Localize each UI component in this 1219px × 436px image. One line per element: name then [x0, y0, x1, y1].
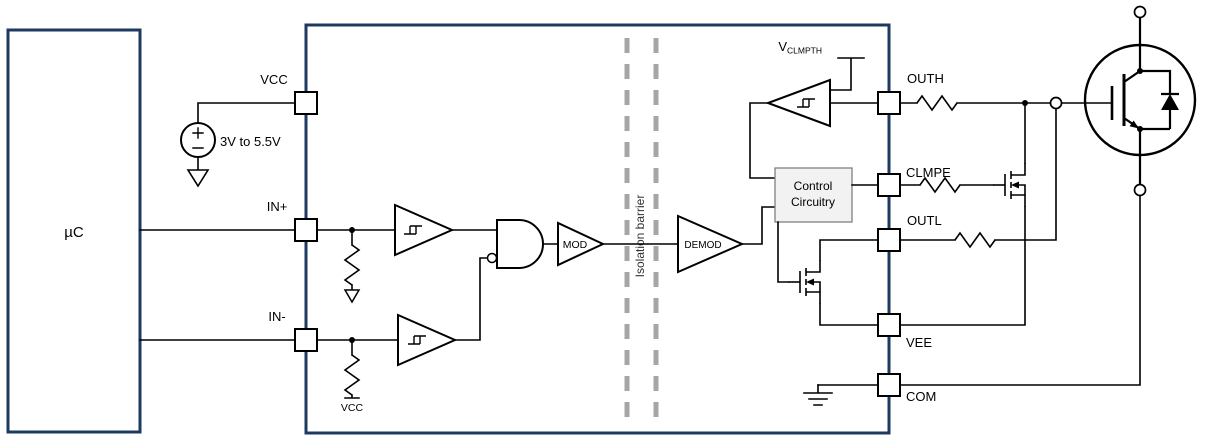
control-circuitry-block: Control Circuitry — [774, 167, 879, 223]
input-wires — [139, 229, 399, 341]
pin-label-outl: OUTL — [907, 213, 942, 228]
schmitt-buffer-in-plus — [394, 203, 455, 257]
in-minus-pull-resistor: VCC — [341, 339, 364, 414]
clamp-resistor-icon — [919, 177, 961, 193]
pin-label-outh: OUTH — [907, 71, 944, 86]
pin-com — [877, 373, 901, 397]
clamp-comparator: VCLMPTH — [749, 39, 879, 179]
schmitt-buffer-in-minus — [397, 313, 458, 367]
junction-dot — [349, 337, 355, 343]
demod-block: DEMOD — [677, 206, 776, 274]
pin-label-vee: VEE — [906, 335, 932, 350]
pin-vee — [877, 313, 901, 337]
pin-label-clmpe: CLMPE — [906, 165, 951, 180]
pull-up-vcc-label: VCC — [341, 402, 364, 414]
pin-in-plus — [294, 218, 318, 242]
microcontroller-block: µC — [6, 28, 142, 434]
external-clamp-mosfet-icon — [992, 162, 1026, 208]
external-gate-network — [899, 5, 1147, 386]
pin-vcc — [294, 91, 318, 115]
pin-outl — [877, 228, 901, 252]
internal-pulldown-mosfet — [777, 221, 879, 326]
igbt-device — [1083, 17, 1197, 185]
pin-label-com: COM — [906, 389, 936, 404]
nmos-icon — [787, 259, 821, 305]
and-gate — [451, 219, 545, 341]
junction-dot — [349, 227, 355, 233]
inverter-bubble-icon — [486, 252, 498, 264]
pin-labels: VCC IN+ IN- OUTH CLMPE OUTL VEE COM — [260, 71, 951, 404]
demod-label: DEMOD — [684, 240, 721, 251]
vclmpth-label: VCLMPTH — [778, 39, 822, 56]
com-ground — [803, 384, 879, 406]
ic-pins — [294, 91, 901, 397]
microcontroller-label: µC — [64, 224, 84, 241]
ground-arrow-icon — [343, 289, 361, 304]
emitter-terminal-icon — [1133, 183, 1147, 197]
pin-label-vcc: VCC — [260, 72, 287, 87]
gate-off-resistor-icon — [954, 232, 996, 248]
control-label-line1: Control — [794, 179, 833, 193]
gate-terminal-icon — [1049, 96, 1063, 110]
mod-block: MOD — [542, 221, 679, 267]
gate-on-resistor-icon — [916, 95, 958, 111]
supply-range-label: 3V to 5.5V — [220, 134, 281, 149]
emitter-arrow-icon — [1129, 120, 1139, 129]
mod-label: MOD — [563, 239, 588, 251]
collector-terminal-icon — [1133, 5, 1147, 19]
pin-in-minus — [294, 328, 318, 352]
isolation-barrier: Isolation barrier — [624, 38, 659, 424]
pin-label-in-plus: IN+ — [267, 199, 288, 214]
in-plus-pulldown-resistor — [343, 229, 361, 304]
control-label-line2: Circuitry — [791, 195, 835, 209]
isolation-barrier-label: Isolation barrier — [633, 195, 647, 278]
ground-icon — [186, 169, 210, 188]
pin-label-in-minus: IN- — [268, 309, 285, 324]
supply-source: 3V to 5.5V — [180, 102, 296, 188]
pin-outh — [877, 91, 901, 115]
diode-icon — [1161, 94, 1179, 110]
driver-ic-outline — [304, 23, 891, 435]
pin-clmpe — [877, 173, 901, 197]
